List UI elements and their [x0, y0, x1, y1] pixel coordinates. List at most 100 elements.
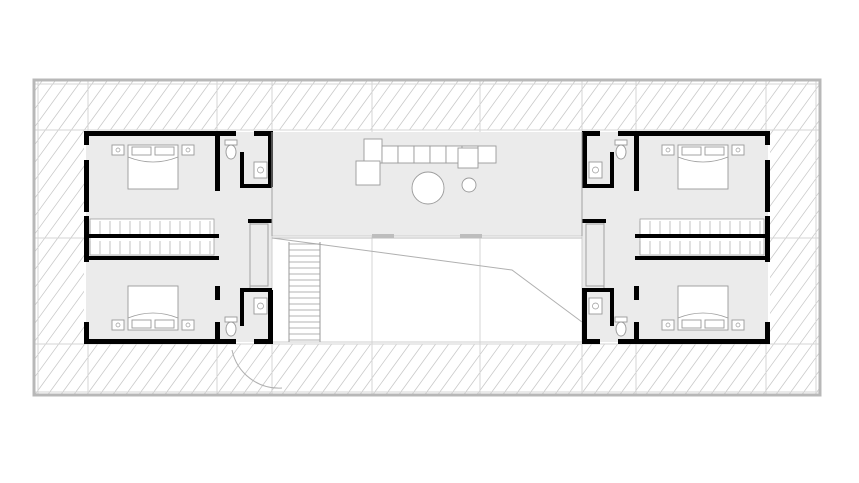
duvet-fold	[677, 312, 729, 319]
void-ledge-2	[460, 234, 482, 238]
sink	[588, 161, 603, 179]
pillow	[704, 146, 725, 156]
stair-landing-arc	[231, 349, 283, 389]
pillow	[681, 319, 702, 329]
wall	[582, 131, 600, 136]
wall	[765, 322, 770, 344]
nightstand	[111, 144, 125, 156]
wall	[610, 152, 614, 188]
toilet	[225, 321, 237, 337]
pillow	[154, 146, 175, 156]
wall	[634, 131, 639, 191]
wall	[582, 288, 614, 292]
lamp	[185, 322, 191, 328]
nightstand	[181, 144, 195, 156]
hatch-line	[684, 208, 820, 395]
lamp	[735, 147, 741, 153]
armchair	[355, 160, 381, 186]
hatch-line	[723, 261, 820, 395]
hatch-line	[34, 80, 187, 290]
wall	[84, 216, 89, 262]
wall	[84, 131, 220, 136]
wall	[89, 234, 219, 238]
void-ledge-1	[372, 234, 394, 238]
sink-basin	[592, 166, 599, 174]
wall	[248, 219, 272, 223]
hatch-line	[34, 80, 109, 183]
nightstand	[661, 319, 675, 331]
hatch-line	[34, 80, 96, 165]
hatch-line	[34, 80, 174, 272]
toilet-tank	[224, 139, 238, 146]
wall	[254, 339, 272, 344]
pillow	[131, 319, 152, 329]
side-table	[461, 177, 477, 193]
floor-corridor-right	[582, 186, 636, 288]
corridor-cabinet	[585, 223, 605, 287]
wall	[215, 286, 220, 300]
sofa-cushion	[477, 145, 497, 164]
pillow	[704, 319, 725, 329]
wall	[582, 131, 587, 187]
hatch-line	[34, 80, 70, 129]
wall	[634, 286, 639, 300]
toilet	[225, 144, 237, 160]
toilet-tank	[224, 316, 238, 323]
sink-basin	[257, 302, 264, 310]
wall	[240, 152, 244, 188]
toilet-tank	[614, 139, 628, 146]
hatch-line	[736, 279, 820, 395]
wall	[582, 290, 587, 344]
sink-basin	[592, 302, 599, 310]
wall	[635, 256, 765, 260]
wall	[765, 131, 770, 145]
wall	[268, 131, 273, 187]
floor-corridor-left	[218, 186, 272, 288]
hatch-line	[697, 226, 820, 395]
nightstand	[661, 144, 675, 156]
stairs	[289, 243, 320, 341]
wall	[220, 339, 236, 344]
open-to-below-line	[271, 237, 583, 323]
sink	[253, 297, 268, 315]
floor-bath-br	[582, 288, 636, 342]
wall	[215, 131, 220, 191]
walls	[84, 131, 770, 344]
lamp	[115, 147, 121, 153]
toilet	[615, 321, 627, 337]
toilet-tank	[614, 316, 628, 323]
hatch-line	[762, 315, 820, 395]
site-outline	[32, 78, 822, 397]
lamp	[665, 147, 671, 153]
wall	[765, 160, 770, 212]
wall	[634, 339, 770, 344]
wall	[634, 322, 639, 344]
duvet-fold	[127, 312, 179, 319]
wall	[582, 339, 600, 344]
hatch-line	[34, 80, 83, 147]
wall	[240, 184, 272, 188]
lamp	[665, 322, 671, 328]
sofa-cushion	[363, 138, 383, 164]
lamp	[735, 322, 741, 328]
wall	[268, 290, 273, 344]
duvet-fold	[127, 156, 179, 163]
hatch-line	[671, 190, 820, 395]
wall	[254, 131, 272, 136]
toilet	[615, 144, 627, 160]
duvet-fold	[677, 156, 729, 163]
sink	[253, 161, 268, 179]
sofa-cushion	[397, 145, 415, 164]
nightstand	[111, 319, 125, 331]
hatch-line	[34, 80, 161, 254]
sofa-cushion	[429, 145, 447, 164]
wall	[84, 339, 220, 344]
pillow	[154, 319, 175, 329]
lamp	[185, 147, 191, 153]
wall	[635, 234, 765, 238]
sink	[588, 297, 603, 315]
wall	[618, 339, 634, 344]
round-table	[411, 171, 445, 205]
corridor-cabinet	[249, 223, 269, 287]
floor-bath-bl	[218, 288, 272, 342]
